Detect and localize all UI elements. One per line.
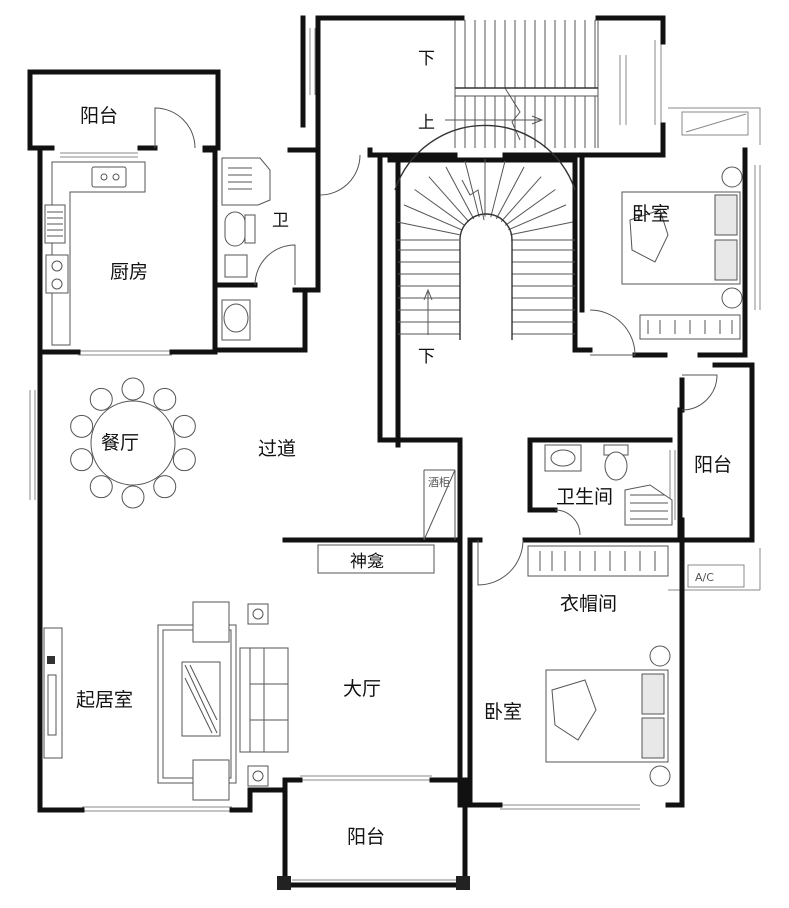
kitchen-fixtures — [44, 161, 146, 346]
dining-table: 餐厅 — [70, 377, 196, 509]
wardrobe — [527, 545, 669, 577]
toilet-small-label: 卫 — [272, 211, 289, 231]
windows — [29, 28, 761, 885]
wine-cabinet: 酒柜 — [423, 469, 456, 541]
hall-label: 大厅 — [343, 678, 381, 700]
stair-up-label: 上 — [418, 113, 435, 133]
living-room-label: 起居室 — [76, 689, 133, 711]
balcony-bottom-label: 阳台 — [347, 826, 385, 848]
bathroom-fixtures — [544, 444, 673, 526]
kitchen-label: 厨房 — [110, 261, 148, 283]
ac-label: A/C — [695, 571, 714, 584]
spiral-stairs: 下 — [394, 124, 576, 367]
bedroom-top-furniture: 卧室 — [621, 166, 743, 340]
dining-label: 餐厅 — [101, 432, 139, 454]
corridor-label: 过道 — [258, 438, 296, 460]
wardrobe-room-label: 衣帽间 — [560, 593, 617, 615]
wine-cabinet-label: 酒柜 — [428, 476, 450, 489]
stair-down-label: 下 — [418, 49, 435, 69]
bathroom-label: 卫生间 — [556, 486, 613, 508]
upper-stairs: 下 上 — [418, 20, 599, 148]
doors — [154, 107, 718, 586]
spiral-down-label: 下 — [418, 347, 435, 367]
shrine-label: 神龛 — [350, 552, 384, 572]
small-toilet-fixtures — [221, 157, 271, 341]
shrine-cabinet — [317, 544, 435, 574]
bedroom-bottom-furniture: 卧室 — [484, 645, 671, 787]
bedroom-bottom-label: 卧室 — [484, 701, 522, 723]
walls — [27, 15, 755, 888]
balcony-top-left-label: 阳台 — [80, 105, 118, 127]
bedroom-top-label: 卧室 — [632, 203, 670, 225]
living-furniture — [43, 601, 289, 801]
balcony-right-label: 阳台 — [694, 454, 732, 476]
